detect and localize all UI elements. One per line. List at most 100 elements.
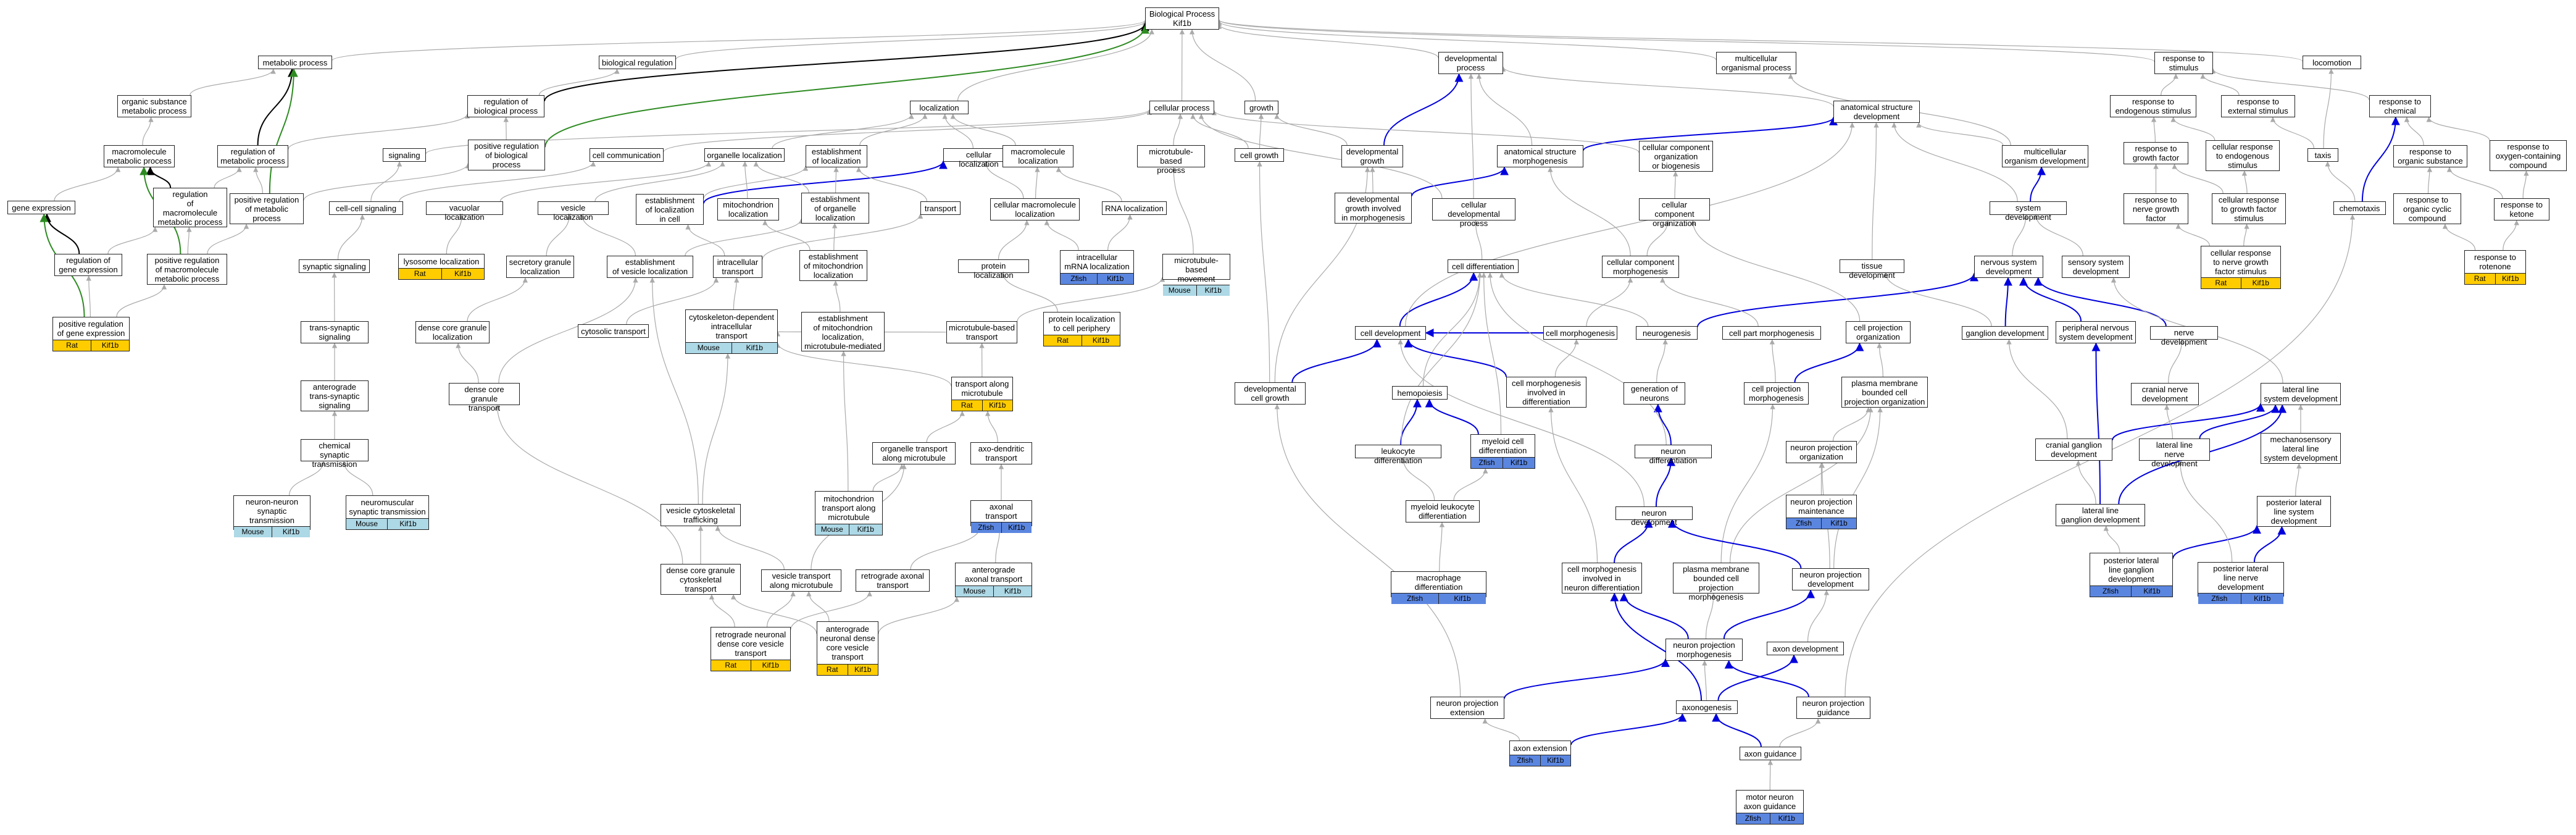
go-term-node[interactable]: cranial ganglion development — [2035, 438, 2112, 461]
go-term-node[interactable]: multicellular organismal process — [1716, 52, 1796, 74]
go-term-node[interactable]: dense core granule transport — [449, 383, 520, 413]
go-term-node[interactable]: establishment of localization — [806, 145, 867, 167]
go-term-node[interactable]: lateral line system development — [2261, 383, 2341, 405]
go-term-node[interactable]: cellular response to endogenous stimulus — [2206, 140, 2280, 171]
go-term-node[interactable]: posterior lateral line ganglion developm… — [2090, 553, 2173, 597]
go-term-node[interactable]: retrograde axonal transport — [856, 569, 930, 592]
go-term-node[interactable]: trans-synaptic signaling — [301, 321, 369, 343]
go-term-node[interactable]: neuron projection extension — [1430, 697, 1504, 719]
go-term-node[interactable]: response to external stimulus — [2221, 95, 2295, 117]
go-term-node[interactable]: cellular developmental process — [1432, 198, 1515, 228]
go-term-node[interactable]: cell growth — [1235, 148, 1284, 162]
go-term-node[interactable]: response to nerve growth factor — [2124, 193, 2188, 224]
go-term-node[interactable]: establishment of organelle localization — [801, 193, 869, 224]
go-term-node[interactable]: anterograde trans-synaptic signaling — [301, 380, 369, 411]
go-term-node[interactable]: posterior lateral line nerve development… — [2198, 562, 2284, 604]
go-term-node[interactable]: cell projection morphogenesis — [1744, 382, 1809, 405]
go-term-node[interactable]: cell differentiation — [1448, 259, 1519, 273]
go-term-node[interactable]: establishment of mitochondrion localizat… — [799, 250, 867, 281]
go-term-node[interactable]: response to organic substance — [2393, 145, 2467, 167]
go-term-node[interactable]: axon guidance — [1740, 747, 1801, 760]
go-term-node[interactable]: establishment of mitochondrion localizat… — [801, 312, 885, 351]
go-term-node[interactable]: mechanosensory lateral line system devel… — [2261, 433, 2341, 464]
go-term-node[interactable]: vesicle cytoskeletal trafficking — [661, 504, 741, 526]
go-term-node[interactable]: organic substance metabolic process — [117, 95, 191, 117]
go-term-node[interactable]: positive regulation of macromolecule met… — [147, 254, 227, 285]
go-term-node[interactable]: growth — [1244, 101, 1278, 114]
go-term-node[interactable]: vesicle localization — [538, 201, 609, 222]
go-term-node[interactable]: establishment of localization in cell — [636, 194, 704, 225]
go-term-node[interactable]: dense core granule cytoskeletal transpor… — [661, 564, 741, 595]
go-term-node[interactable]: posterior lateral line system developmen… — [2257, 496, 2331, 527]
go-term-node[interactable]: anatomical structure morphogenesis — [1497, 145, 1583, 167]
go-term-node[interactable]: neuron projection development — [1792, 568, 1869, 590]
go-term-node[interactable]: nervous system development — [1974, 256, 2043, 278]
go-term-node[interactable]: response to stimulus — [2154, 52, 2213, 74]
go-term-node[interactable]: response to organic cyclic compound — [2393, 193, 2461, 224]
go-term-node[interactable]: macromolecule localization — [1002, 145, 1073, 167]
go-term-node[interactable]: neuron projection guidance — [1796, 697, 1870, 719]
go-term-node[interactable]: cytosolic transport — [578, 324, 649, 338]
go-term-node[interactable]: developmental process — [1438, 52, 1503, 74]
go-term-node[interactable]: hemopoiesis — [1392, 386, 1448, 400]
go-term-node[interactable]: lateral line nerve development — [2139, 438, 2210, 468]
go-term-node[interactable]: neuron development — [1615, 506, 1693, 527]
go-term-node[interactable]: axon development — [1767, 642, 1844, 655]
go-term-node[interactable]: cellular component organization or bioge… — [1639, 141, 1713, 172]
go-term-node[interactable]: cell part morphogenesis — [1722, 326, 1821, 340]
go-term-node[interactable]: neurogenesis — [1636, 326, 1698, 340]
go-term-node[interactable]: establishment of vesicle localization — [607, 256, 693, 278]
go-term-node[interactable]: response to oxygen-containing compound — [2490, 140, 2567, 171]
go-term-node[interactable]: generation of neurons — [1624, 382, 1685, 405]
go-term-node[interactable]: vacuolar localization — [426, 201, 503, 222]
go-term-node[interactable]: regulation of macromolecule metabolic pr… — [153, 188, 227, 227]
go-term-node[interactable]: transport — [920, 201, 961, 215]
go-term-node[interactable]: chemotaxis — [2333, 201, 2386, 215]
go-term-node[interactable]: dense core granule localization — [415, 321, 490, 343]
go-term-node[interactable]: protein localization — [958, 259, 1029, 280]
go-term-node[interactable]: secretory granule localization — [506, 256, 574, 278]
go-term-node[interactable]: microtubule-based process — [1137, 145, 1205, 175]
go-term-node[interactable]: retrograde neuronal dense core vesicle t… — [711, 627, 791, 671]
go-term-node[interactable]: cranial nerve development — [2131, 383, 2199, 405]
go-term-node[interactable]: locomotion — [2303, 56, 2361, 69]
go-term-node[interactable]: multicellular organism development — [2002, 145, 2088, 167]
go-term-node[interactable]: axo-dendritic transport — [970, 442, 1032, 464]
go-term-node[interactable]: localization — [910, 101, 969, 114]
go-term-node[interactable]: cell projection organization — [1846, 321, 1911, 343]
go-term-node[interactable]: cellular process — [1149, 101, 1214, 114]
go-term-node[interactable]: cellular response to nerve growth factor… — [2201, 246, 2281, 289]
go-term-node[interactable]: nerve development — [2150, 326, 2218, 346]
go-term-node[interactable]: microtubule-based transport — [946, 321, 1017, 343]
go-term-node[interactable]: response to growth factor — [2124, 142, 2188, 164]
go-term-node[interactable]: mitochondrion localization — [717, 198, 779, 220]
go-term-node[interactable]: response to ketone — [2494, 198, 2549, 220]
go-term-node[interactable]: developmental growth involved in morphog… — [1335, 193, 1412, 224]
go-term-node[interactable]: positive regulation of metabolic process — [230, 193, 304, 224]
go-term-node[interactable]: cellular response to growth factor stimu… — [2212, 193, 2286, 224]
go-term-node[interactable]: cellular component morphogenesis — [1602, 256, 1679, 278]
go-term-node[interactable]: regulation of gene expression — [54, 254, 122, 276]
go-term-node[interactable]: biological regulation — [599, 56, 676, 69]
go-term-node[interactable]: cell morphogenesis involved in different… — [1506, 377, 1586, 408]
go-term-node[interactable]: cellular component organization — [1639, 198, 1710, 228]
go-term-node[interactable]: Biological Process Kif1b — [1145, 7, 1219, 30]
go-term-node[interactable]: organelle transport along microtubule — [872, 442, 956, 464]
go-term-node[interactable]: intracellular transport — [713, 256, 762, 278]
go-term-node[interactable]: system development — [1990, 201, 2067, 222]
go-term-node[interactable]: anterograde neuronal dense core vesicle … — [817, 621, 878, 676]
go-term-node[interactable]: response to chemical — [2369, 95, 2431, 117]
go-term-node[interactable]: cell morphogenesis involved in neuron di… — [1562, 563, 1642, 594]
go-term-node[interactable]: cytoskeleton-dependent intracellular tra… — [685, 309, 778, 354]
